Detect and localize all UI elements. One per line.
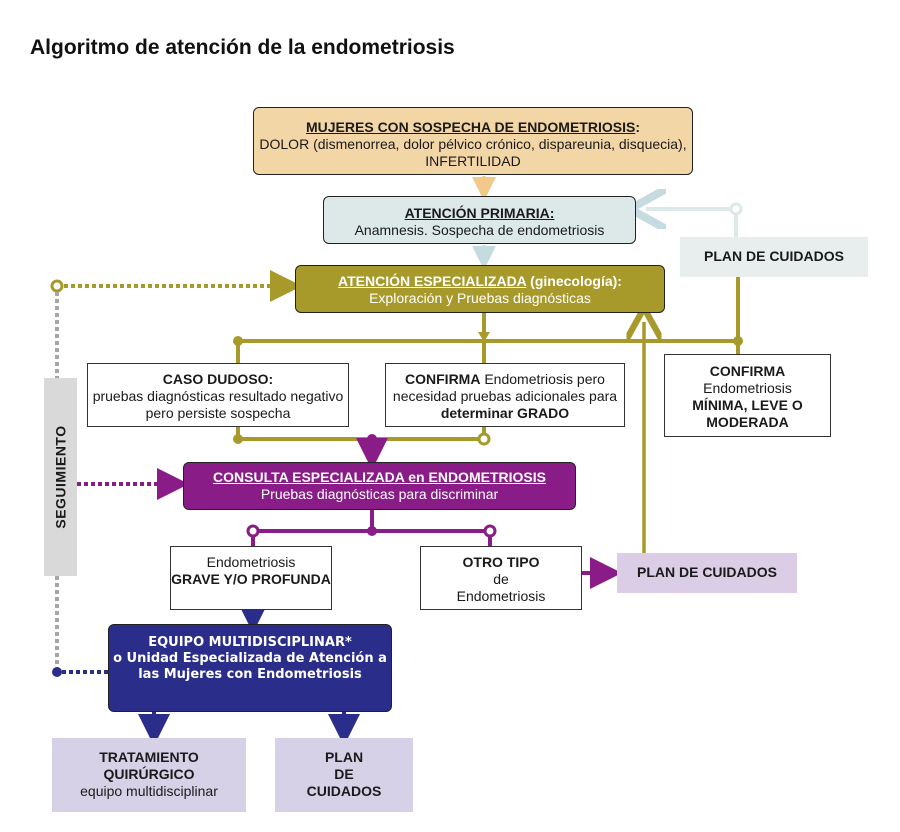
- node-confirma-grado: CONFIRMA Endometriosis pero necesidad pr…: [385, 363, 625, 427]
- node-plan-cuidados-top: PLAN DE CUIDADOS: [680, 237, 868, 277]
- node-atencion-especializada: ATENCIÓN ESPECIALIZADA (ginecología): Ex…: [295, 265, 665, 313]
- node-grave-profunda: Endometriosis GRAVE Y/O PROFUNDA: [170, 546, 332, 610]
- node-seguimiento: SEGUIMIENTO: [44, 378, 77, 576]
- node-confirma-leve: CONFIRMA Endometriosis MÍNIMA, LEVE O MO…: [664, 354, 831, 437]
- node-plan-cuidados-mid: PLAN DE CUIDADOS: [617, 553, 797, 593]
- connector-plan-to-primaria: [646, 209, 738, 237]
- node-plan-cuidados-bottom: PLAN DE CUIDADOS: [275, 738, 413, 812]
- node-atencion-primaria: ATENCIÓN PRIMARIA: Anamnesis. Sospecha d…: [323, 196, 636, 244]
- node-equipo-multidisciplinar: EQUIPO MULTIDISCIPLINAR* o Unidad Especi…: [108, 624, 392, 712]
- node-tratamiento-quirurgico: TRATAMIENTO QUIRÚRGICO equipo multidisci…: [52, 738, 246, 812]
- node-mujeres-sospecha: MUJERES CON SOSPECHA DE ENDOMETRIOSIS: D…: [253, 107, 693, 175]
- node-consulta-especializada: CONSULTA ESPECIALIZADA en ENDOMETRIOSIS …: [183, 462, 576, 510]
- node-otro-tipo: OTRO TIPO de Endometriosis: [420, 546, 582, 610]
- node-caso-dudoso: CASO DUDOSO: pruebas diagnósticas result…: [87, 363, 349, 427]
- page-title: Algoritmo de atención de la endometriosi…: [30, 36, 455, 59]
